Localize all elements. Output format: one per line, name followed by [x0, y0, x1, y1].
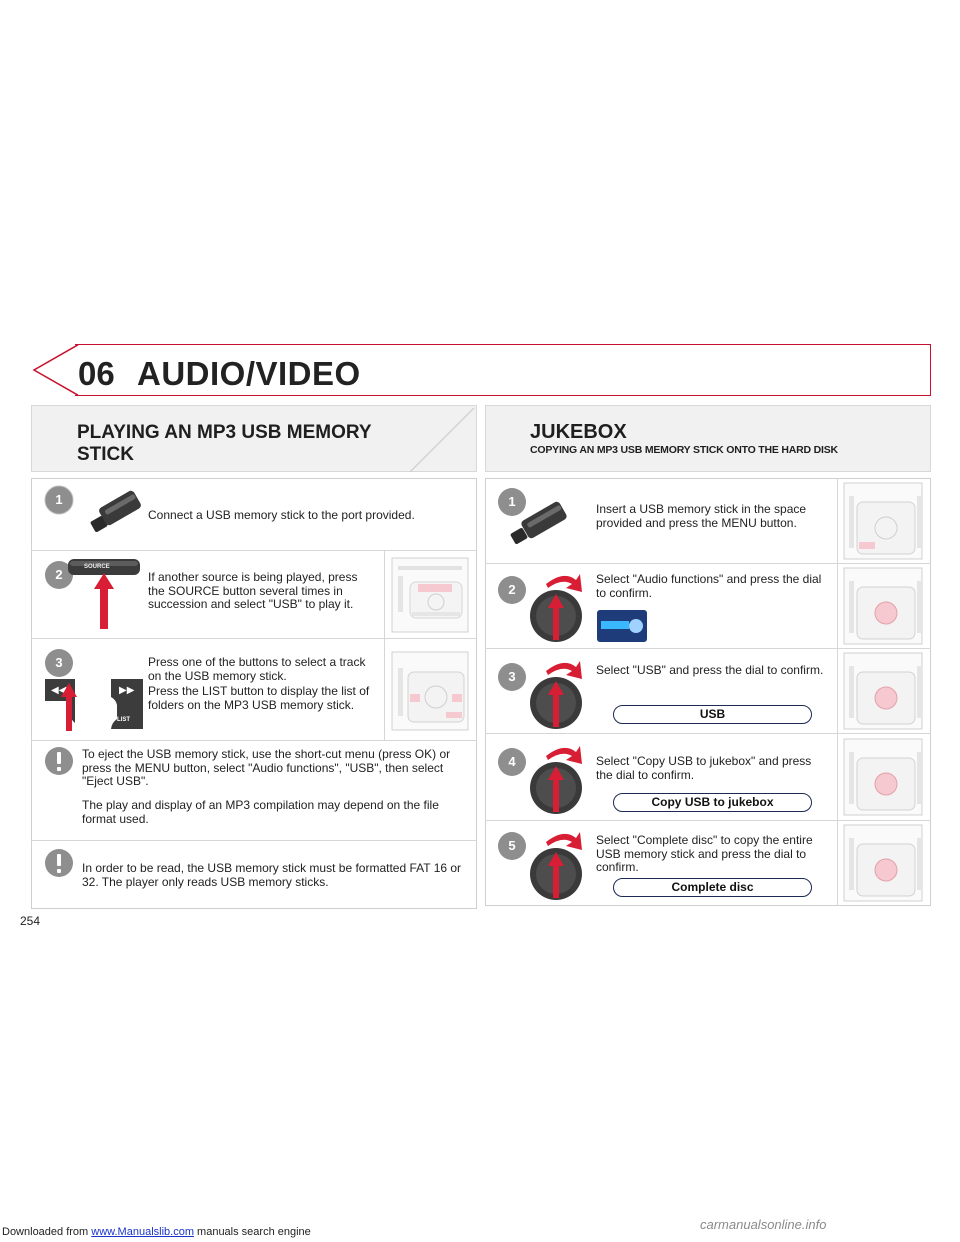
list-button-label: LIST	[117, 717, 130, 723]
manualslib-link[interactable]: www.Manualslib.com	[91, 1226, 194, 1238]
right-title-band	[485, 405, 931, 472]
svg-text:▶▶: ▶▶	[119, 685, 135, 696]
usb-stick-icon	[510, 501, 567, 544]
note-compilation-text: The play and display of an MP3 compilati…	[82, 798, 439, 826]
chapter-title: AUDIO/VIDEO	[137, 355, 361, 392]
press-dial-icon	[530, 661, 582, 729]
step-badge: 5	[497, 831, 527, 861]
watermark: carmanualsonline.info	[700, 1217, 827, 1232]
r-step-1-text: Insert a USB memory stick in the space p…	[596, 502, 807, 530]
note-format-text: In order to be read, the USB memory stic…	[82, 861, 462, 889]
copy-usb-to-jukebox-menu-item[interactable]: Copy USB to jukebox	[613, 793, 812, 812]
header-frame	[75, 344, 931, 396]
radio-panel-dial-diagram	[843, 567, 923, 645]
header-angle-decoration	[32, 344, 79, 396]
step-badge: 1	[44, 485, 74, 515]
note-eject-text: To eject the USB memory stick, use the s…	[82, 747, 451, 788]
radio-panel-list-diagram	[391, 651, 469, 731]
press-dial-icon	[530, 574, 582, 642]
radio-panel-menu-diagram	[843, 482, 923, 560]
right-section-subtitle: COPYING AN MP3 USB MEMORY STICK ONTO THE…	[530, 444, 838, 456]
step-badge: 3	[44, 648, 74, 678]
step-badge: 2	[497, 575, 527, 605]
radio-panel-dial-diagram	[843, 824, 923, 902]
band-diagonal-decoration	[409, 407, 475, 473]
step-badge: 1	[497, 487, 527, 517]
radio-panel-dial-diagram	[843, 738, 923, 816]
usb-stick-icon	[90, 490, 141, 532]
download-footer: Downloaded from www.Manualslib.com manua…	[2, 1226, 311, 1238]
warning-icon	[45, 849, 73, 877]
radio-panel-source-diagram	[391, 557, 469, 633]
step-1-text: Connect a USB memory stick to the port p…	[148, 508, 415, 522]
step-3-text-a: Press one of the buttons to select a tra…	[148, 655, 366, 683]
r-step-5-text: Select "Complete disc" to copy the entir…	[596, 833, 813, 874]
complete-disc-menu-item[interactable]: Complete disc	[613, 878, 812, 897]
left-title-band	[31, 405, 477, 473]
radio-panel-dial-diagram	[843, 652, 923, 730]
prev-next-list-buttons-icon: ◀◀ ▶▶	[45, 679, 143, 731]
press-dial-icon	[530, 746, 582, 814]
step-badge: 2	[44, 560, 74, 590]
r-step-4-text: Select "Copy USB to jukebox" and press t…	[596, 754, 812, 782]
chapter-number: 06	[78, 355, 115, 392]
r-step-2-text: Select "Audio functions" and press the d…	[596, 572, 822, 600]
right-section-title: JUKEBOX	[530, 421, 627, 443]
step-2-text: If another source is being played, press…	[148, 570, 358, 611]
page-number: 254	[20, 914, 41, 928]
left-section-title: PLAYING AN MP3 USB MEMORY STICK	[77, 422, 372, 465]
step-badge: 3	[497, 662, 527, 692]
svg-text:◀◀: ◀◀	[51, 685, 67, 696]
step-badge: 4	[497, 747, 527, 777]
r-step-3-text: Select "USB" and press the dial to confi…	[596, 663, 824, 677]
press-dial-icon	[530, 832, 582, 900]
audio-functions-screen-icon	[597, 610, 647, 642]
warning-icon	[45, 747, 73, 775]
source-button-label: SOURCE	[84, 564, 110, 570]
step-3-text-b: Press the LIST button to display the lis…	[148, 684, 370, 712]
source-button-icon	[68, 559, 140, 629]
usb-menu-item[interactable]: USB	[613, 705, 812, 724]
